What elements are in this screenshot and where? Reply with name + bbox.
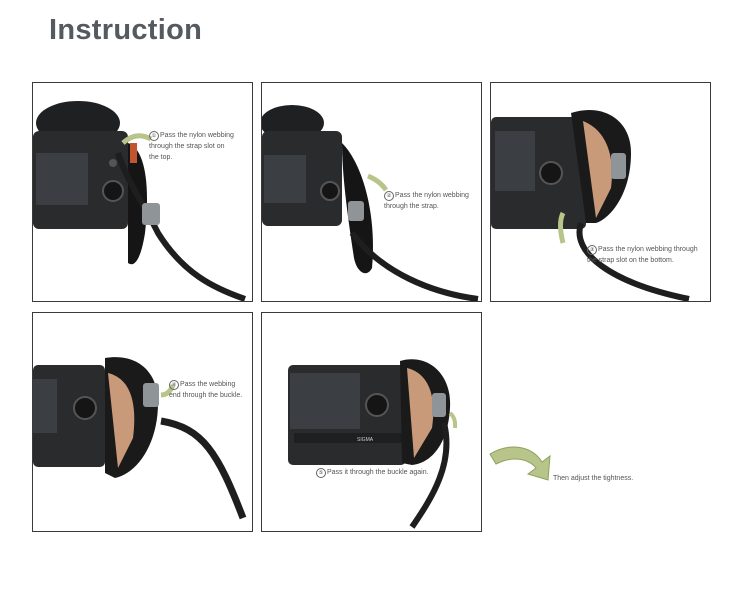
step-1-illustration [33,101,246,301]
step-3-illustration [491,109,690,301]
step-4-illustration [33,357,247,520]
step-5-illustration: SIGMA [288,359,458,529]
page-title: Instruction [49,14,203,46]
step-2-illustration [262,105,479,301]
camera-brand-label: SIGMA [357,437,374,443]
adjust-arrow-icon [489,446,551,481]
final-instruction: Then adjust the tightness. [553,475,634,482]
